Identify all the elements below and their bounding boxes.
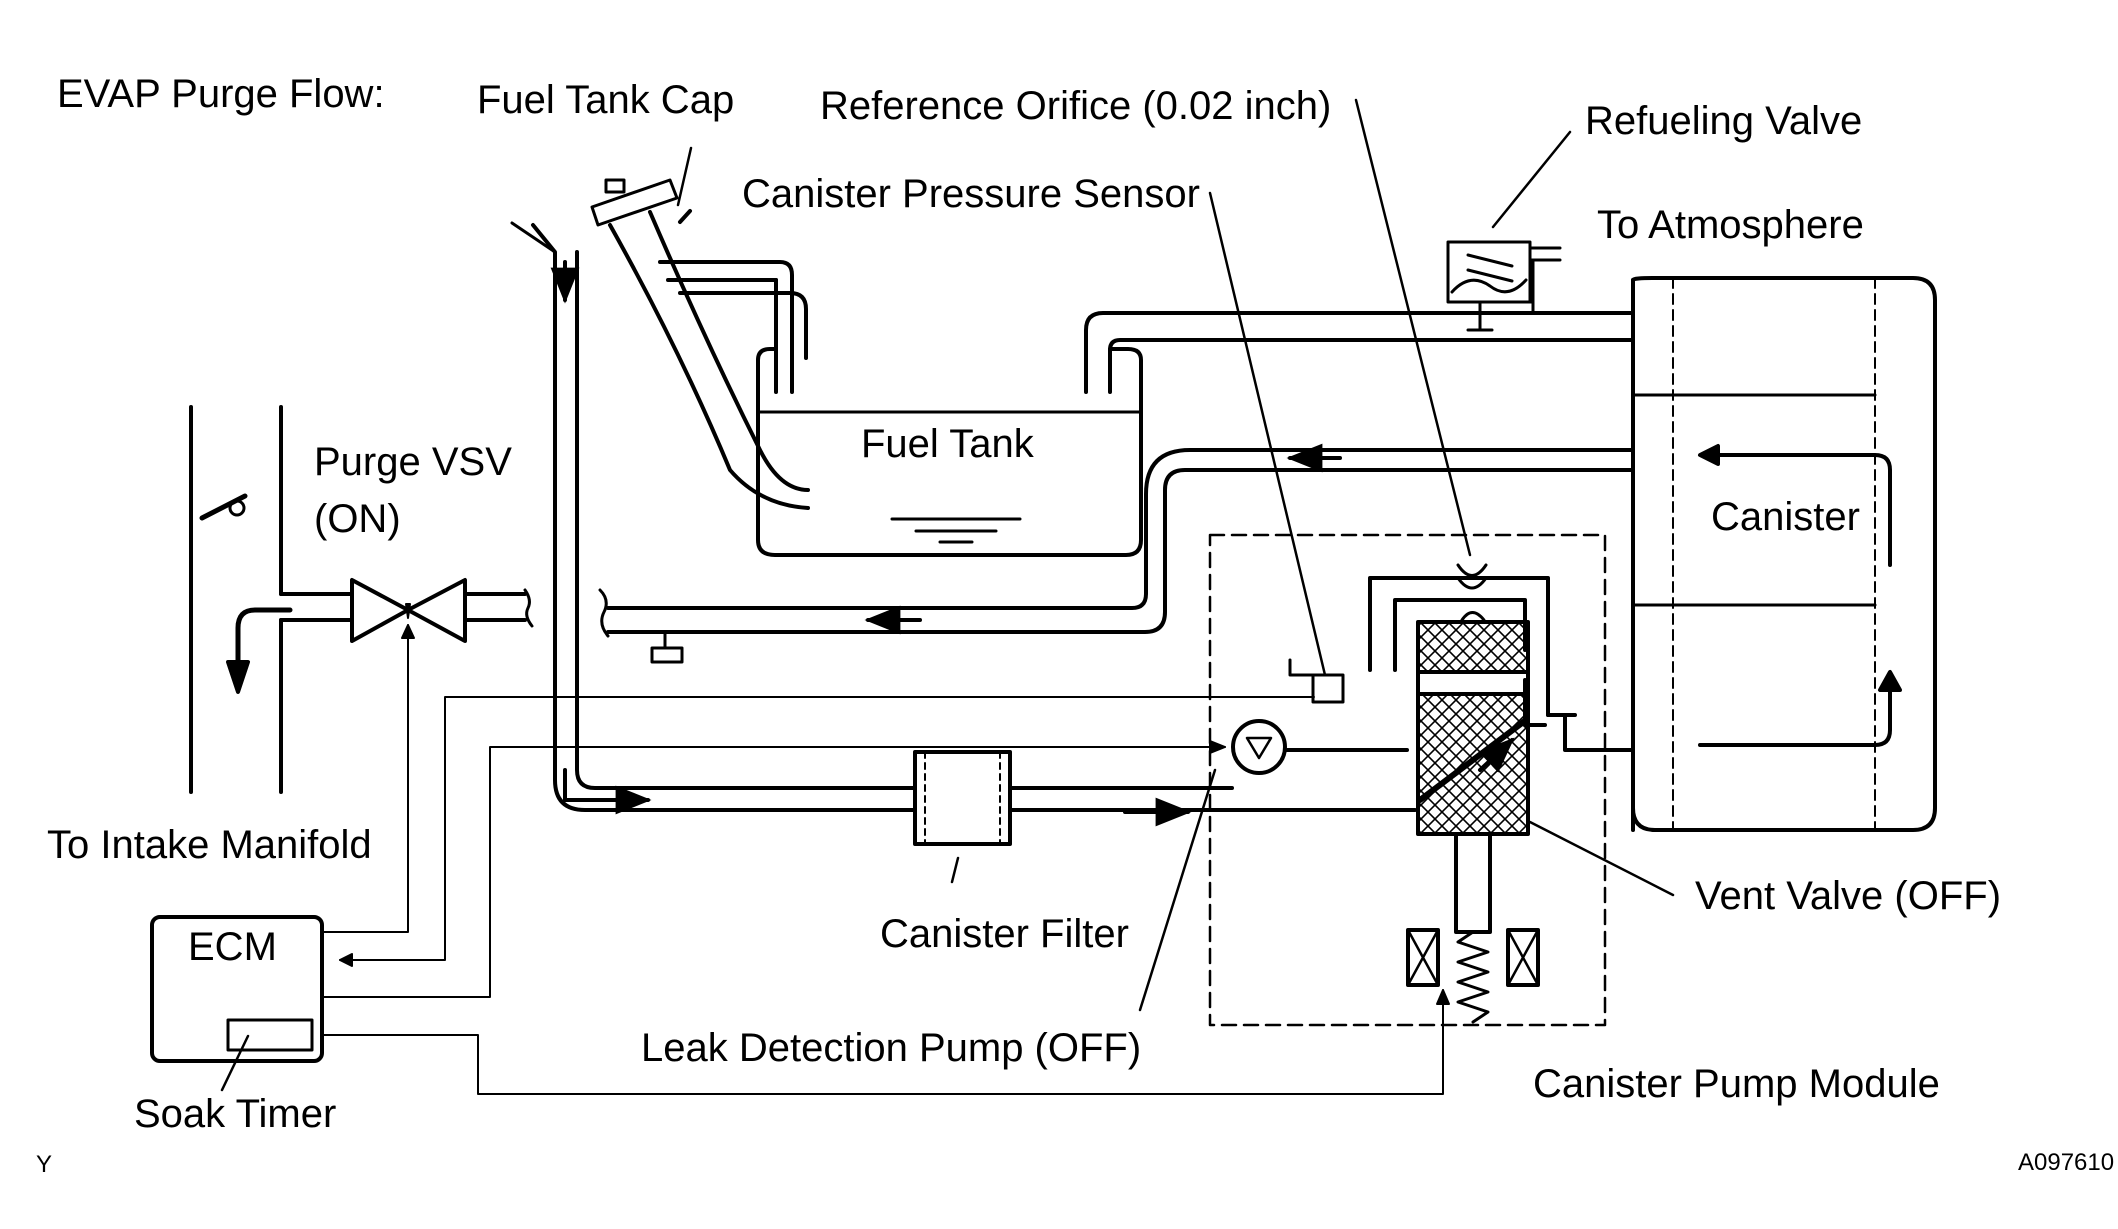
vent-solenoid xyxy=(1406,928,1540,1024)
label-reference-orifice: Reference Orifice (0.02 inch) xyxy=(820,84,1331,128)
label-fuel-tank-cap: Fuel Tank Cap xyxy=(477,78,734,122)
vent-valve xyxy=(1368,563,1675,934)
label-canister: Canister xyxy=(1711,495,1860,539)
diagram-title: EVAP Purge Flow: xyxy=(57,72,385,116)
tank-left-tube xyxy=(658,260,794,394)
label-canister-pressure-sensor: Canister Pressure Sensor xyxy=(742,172,1200,216)
label-vent-valve: Vent Valve (OFF) xyxy=(1695,874,2001,918)
label-to-intake-manifold: To Intake Manifold xyxy=(47,823,372,867)
ecm-box xyxy=(150,915,324,1092)
label-ecm: ECM xyxy=(188,925,277,969)
label-purge-vsv: Purge VSV xyxy=(314,440,512,484)
canister-pressure-sensor xyxy=(1208,191,1345,704)
label-refueling-valve: Refueling Valve xyxy=(1585,99,1862,143)
label-purge-vsv-state: (ON) xyxy=(314,497,401,541)
canister-filter xyxy=(913,750,1012,884)
corner-code-left: Y xyxy=(36,1151,52,1178)
purge-vsv xyxy=(350,578,467,643)
corner-code-right: A097610 xyxy=(2018,1149,2114,1176)
purge-route xyxy=(598,448,1635,664)
flow-arrows xyxy=(550,260,1515,827)
fuel-tank xyxy=(756,347,1143,557)
label-canister-pump-module: Canister Pump Module xyxy=(1533,1062,1940,1106)
canister-pump-module xyxy=(1208,533,1607,1027)
filler-neck xyxy=(590,146,810,510)
purge-line xyxy=(279,588,534,628)
leak-detection-pump xyxy=(1138,719,1409,1012)
label-fuel-tank: Fuel Tank xyxy=(861,422,1035,466)
label-to-atmosphere: To Atmosphere xyxy=(1597,203,1864,247)
ecm-wiring xyxy=(321,624,1450,1095)
label-canister-filter: Canister Filter xyxy=(880,912,1129,956)
label-soak-timer: Soak Timer xyxy=(134,1092,336,1136)
refueling-valve xyxy=(1446,130,1572,332)
canister xyxy=(1631,276,1937,832)
fresh-air-line xyxy=(510,221,1417,812)
orifice-pointer xyxy=(1354,98,1472,557)
label-leak-detection-pump: Leak Detection Pump (OFF) xyxy=(641,1026,1141,1070)
intake-manifold-pipe xyxy=(189,405,293,794)
